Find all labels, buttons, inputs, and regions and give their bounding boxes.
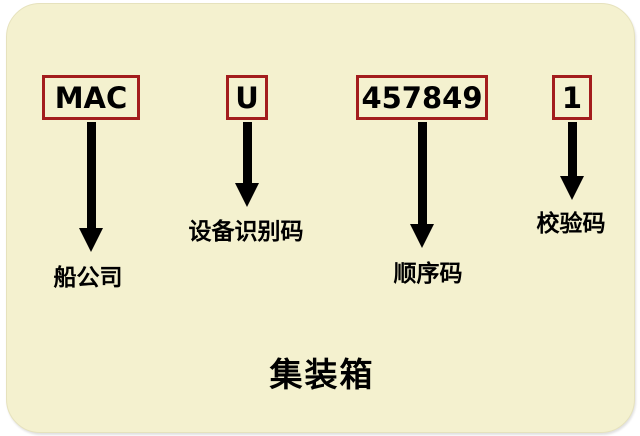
down-arrow-icon-serial bbox=[410, 122, 434, 248]
serial-code-text: 457849 bbox=[361, 80, 483, 115]
code-box-equipment: U bbox=[226, 75, 268, 120]
arrow-head bbox=[410, 224, 434, 248]
code-box-owner: MAC bbox=[42, 75, 140, 120]
panel-background bbox=[6, 3, 635, 433]
check-label: 校验码 bbox=[536, 211, 606, 237]
serial-label: 顺序码 bbox=[393, 261, 463, 287]
code-box-check: 1 bbox=[552, 75, 592, 120]
check-code-text: 1 bbox=[561, 80, 583, 115]
arrow-shaft bbox=[86, 122, 96, 228]
equipment-label: 设备识别码 bbox=[188, 219, 304, 245]
down-arrow-icon-check bbox=[560, 122, 584, 200]
arrow-shaft bbox=[242, 122, 252, 183]
arrow-shaft bbox=[417, 122, 427, 224]
owner-code-text: MAC bbox=[54, 80, 128, 115]
down-arrow-icon-owner bbox=[79, 122, 103, 252]
arrow-head bbox=[235, 183, 259, 207]
diagram-title: 集装箱 bbox=[269, 355, 375, 394]
owner-label: 船公司 bbox=[53, 265, 123, 291]
code-box-serial: 457849 bbox=[356, 75, 488, 120]
arrow-head bbox=[79, 228, 103, 252]
arrow-shaft bbox=[567, 122, 577, 176]
arrow-head bbox=[560, 176, 584, 200]
down-arrow-icon-equipment bbox=[235, 122, 259, 207]
equipment-code-text: U bbox=[235, 80, 259, 115]
